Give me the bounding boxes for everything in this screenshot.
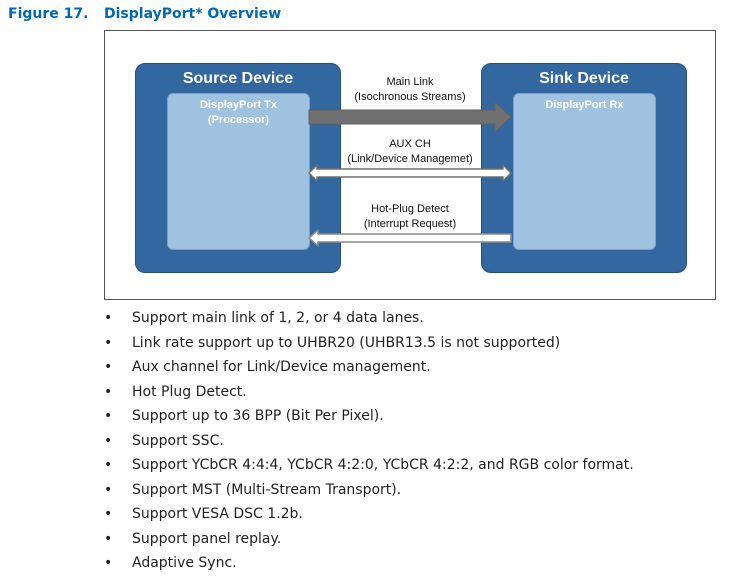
main-link-label-1: Main Link (386, 76, 434, 88)
main-link-arrow (308, 100, 512, 134)
figure-caption: Figure 17. DisplayPort* Overview (8, 6, 281, 22)
bullet-dot: • (104, 530, 113, 547)
list-item-text: Hot Plug Detect. (132, 383, 247, 400)
sink-device-title: Sink Device (539, 70, 629, 87)
link-arrows (308, 100, 512, 247)
list-item-text: Support SSC. (132, 432, 224, 449)
list-item: • Aux channel for Link/Device management. (0, 355, 634, 380)
list-item-text: Link rate support up to UHBR20 (UHBR13.5… (132, 334, 561, 351)
hot-plug-label-2: (Interrupt Request) (363, 218, 457, 230)
list-item: • Support VESA DSC 1.2b. (0, 502, 634, 527)
list-item: • Support MST (Multi-Stream Transport). (0, 478, 634, 503)
list-item-text: Support VESA DSC 1.2b. (132, 506, 303, 522)
main-link-label-2: (Isochronous Streams) (354, 91, 466, 103)
bullet-dot: • (104, 359, 113, 375)
diagram-frame: Source Device DisplayPort Tx (Processor)… (104, 30, 716, 300)
list-item: • Support YCbCR 4:4:4, YCbCR 4:2:0, YCbCR… (0, 453, 634, 478)
bullet-dot: • (104, 408, 113, 424)
list-item-text: Support panel replay. (132, 530, 282, 547)
list-item-text: Support MST (Multi-Stream Transport). (132, 481, 402, 498)
aux-channel-label-2: (Link/Device Managemet) (347, 153, 473, 165)
source-device-title: Source Device (182, 70, 294, 87)
list-item-text: Support up to 36 BPP (Bit Per Pixel). (132, 408, 384, 424)
sink-device-box: Sink Device DisplayPort Rx (481, 63, 687, 273)
source-inner-label-2: (Processor) (207, 114, 270, 126)
hot-plug-label-1: Hot-Plug Detect (371, 203, 449, 215)
figure-title: DisplayPort* Overview (104, 6, 282, 22)
list-item: • Adaptive Sync. (0, 551, 634, 576)
list-item: • Support main link of 1, 2, or 4 data la… (0, 306, 634, 331)
bullet-dot: • (104, 310, 113, 326)
list-item-text: Support YCbCR 4:4:4, YCbCR 4:2:0, YCbCR … (132, 457, 634, 473)
list-item: • Link rate support up to UHBR20 (UHBR13.… (0, 331, 634, 356)
list-item: • Hot Plug Detect. (0, 380, 634, 405)
feature-list: • Support main link of 1, 2, or 4 data la… (0, 306, 634, 576)
hot-plug-label: Hot-Plug Detect (Interrupt Request) (335, 202, 485, 232)
list-item: • Support panel replay. (0, 527, 634, 552)
main-link-label: Main Link (Isochronous Streams) (335, 75, 485, 105)
bullet-dot: • (104, 457, 113, 473)
aux-channel-label-1: AUX CH (389, 138, 431, 150)
figure-number: Figure 17. (8, 6, 89, 22)
list-item-text: Aux channel for Link/Device management. (132, 359, 431, 375)
displayport-tx-box: DisplayPort Tx (Processor) (167, 93, 310, 250)
list-item: • Support SSC. (0, 429, 634, 454)
source-inner-label-1: DisplayPort Tx (199, 99, 278, 111)
sink-inner-label-1: DisplayPort Rx (545, 99, 624, 111)
list-item-text: Support main link of 1, 2, or 4 data lan… (132, 310, 424, 326)
bullet-dot: • (104, 334, 113, 351)
aux-channel-arrow (308, 164, 512, 182)
source-device-box: Source Device DisplayPort Tx (Processor) (135, 63, 341, 273)
bullet-dot: • (104, 432, 113, 449)
aux-channel-label: AUX CH (Link/Device Managemet) (335, 137, 485, 167)
hot-plug-arrow (308, 229, 512, 247)
displayport-rx-box: DisplayPort Rx (513, 93, 656, 250)
bullet-dot: • (104, 555, 113, 571)
list-item: • Support up to 36 BPP (Bit Per Pixel). (0, 404, 634, 429)
list-item-text: Adaptive Sync. (132, 555, 237, 571)
bullet-dot: • (104, 383, 113, 400)
bullet-dot: • (104, 481, 113, 498)
bullet-dot: • (104, 506, 113, 522)
